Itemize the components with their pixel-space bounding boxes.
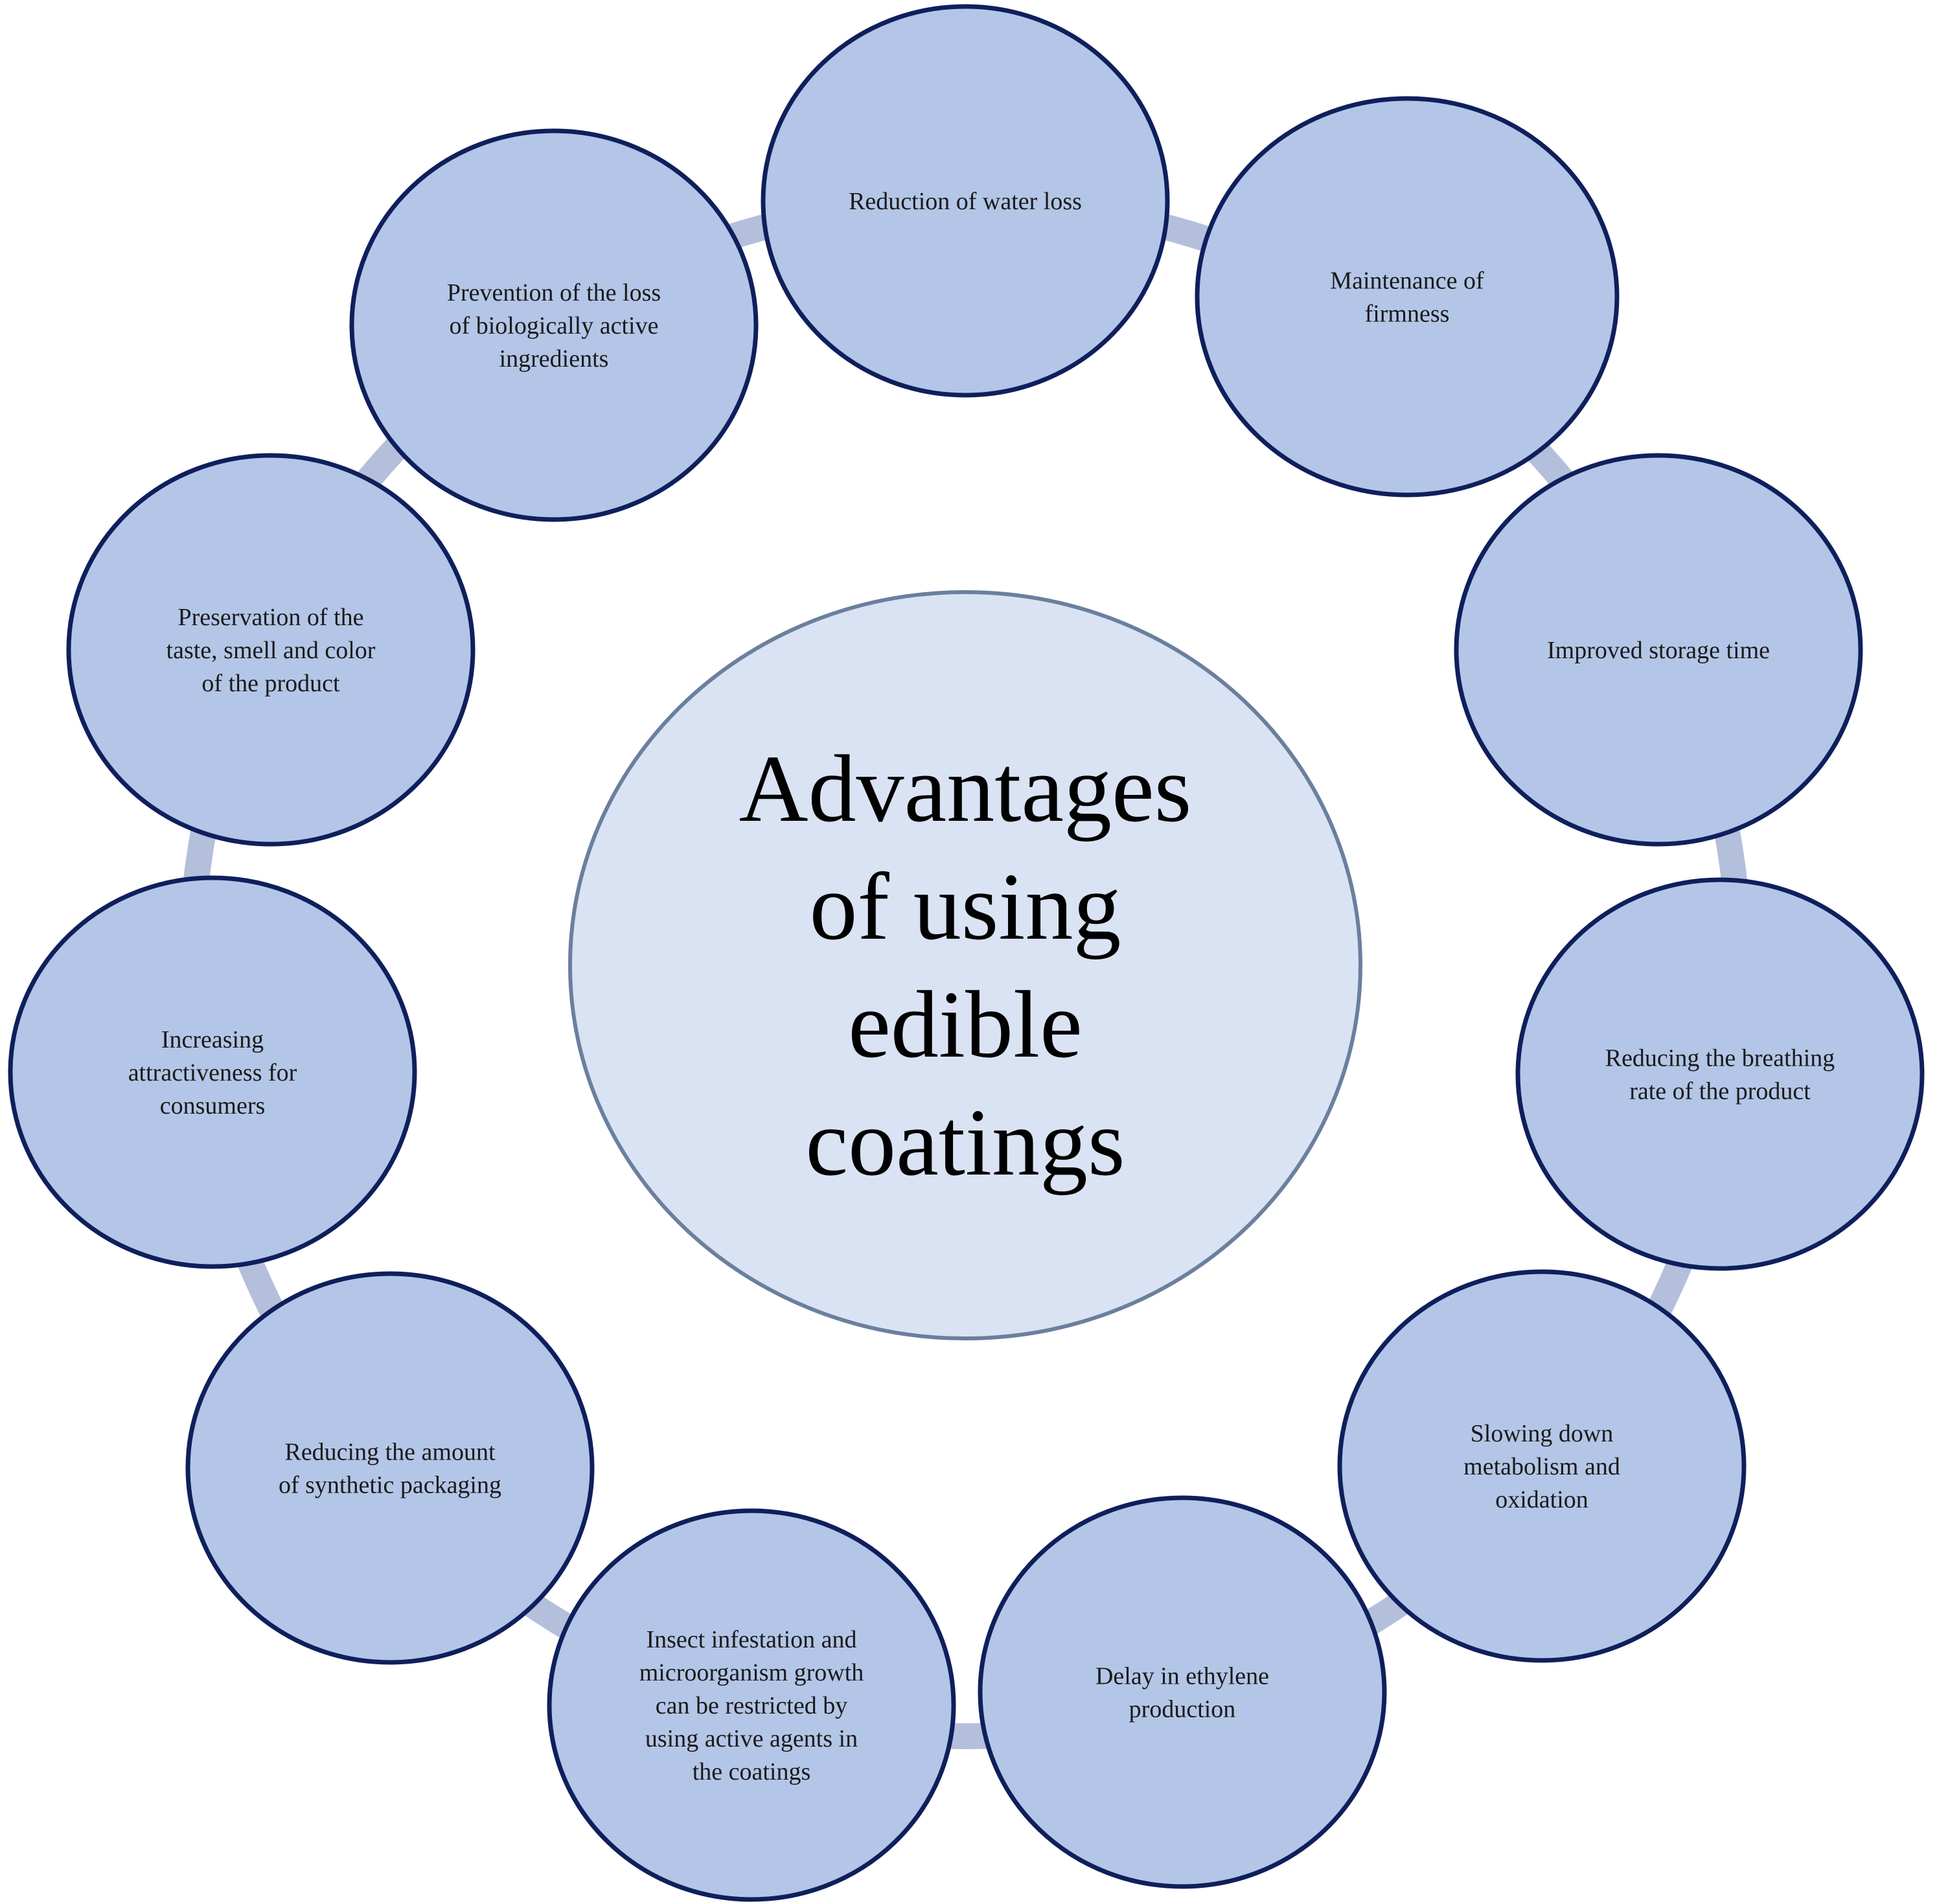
advantage-label-line: Prevention of the loss [447,279,661,306]
advantage-label-line: oxidation [1495,1486,1588,1513]
advantage-circle [1454,453,1863,847]
advantage-node: Maintenance of firmness [1195,96,1620,498]
advantage-label-line: Delay in ethylene [1095,1663,1269,1690]
advantage-label-line: of the product [201,670,340,697]
advantage-node: Insect infestation and microorganism grow… [547,1508,956,1902]
advantage-label-line: the coatings [693,1758,811,1785]
advantage-circle [1195,96,1620,498]
center-title-line: coatings [805,1090,1125,1196]
advantage-circle [8,875,417,1269]
advantage-label-line: production [1129,1696,1236,1723]
advantage-label-line: metabolism and [1463,1453,1620,1480]
advantage-node: Delay in ethylene production [978,1495,1387,1889]
advantage-node: Reducing the amount of synthetic packagin… [185,1271,595,1665]
center-title-line: edible [848,972,1083,1078]
advantage-node: Improved storage time [1454,453,1863,847]
advantage-label: Reduction of water loss [849,188,1082,215]
advantage-node: Slowing down metabolism and oxidation [1337,1269,1747,1663]
advantage-label-line: rate of the product [1629,1078,1811,1105]
advantage-node: Increasing attractiveness for consumers [8,875,417,1269]
advantage-node: Reducing the breathing rate of the produc… [1515,877,1925,1271]
advantage-label-line: can be restricted by [656,1692,847,1719]
advantage-node: Preservation of the taste, smell and colo… [66,453,476,847]
advantage-circle [185,1271,595,1665]
advantage-label: Prevention of the loss of biologically ac… [447,279,661,373]
advantage-label: Insect infestation and microorganism grow… [639,1626,864,1785]
center-title-line: of using [810,854,1121,960]
advantage-label: Maintenance of firmness [1330,268,1484,328]
advantage-label-line: taste, smell and color [166,637,376,664]
advantage-node: Prevention of the loss of biologically ac… [349,128,759,522]
advantage-label: Increasing attractiveness for consumers [128,1026,297,1119]
advantage-label-line: Reducing the amount [284,1439,495,1466]
advantage-label: Preservation of the taste, smell and colo… [166,604,376,697]
advantage-label: Slowing down metabolism and oxidation [1463,1420,1620,1513]
center-title: Advantages of using edible coatings [739,736,1192,1196]
center-title-line: Advantages [739,736,1192,842]
advantage-label-line: microorganism growth [639,1659,864,1686]
advantage-label: Reducing the breathing rate of the produc… [1605,1045,1835,1105]
advantage-label-line: Slowing down [1471,1420,1614,1447]
advantage-label: Delay in ethylene production [1095,1663,1269,1723]
advantage-label-line: Preservation of the [178,604,363,631]
advantage-label: Improved storage time [1547,637,1770,664]
advantage-label-line: Reducing the breathing [1605,1045,1835,1072]
advantage-label-line: Reduction of water loss [849,188,1082,215]
advantage-label: Reducing the amount of synthetic packagin… [279,1439,501,1499]
advantage-circle [547,1508,956,1902]
advantage-label-line: of biologically active [450,312,659,339]
advantage-label-line: Maintenance of [1330,268,1484,295]
center-hub: Advantages of using edible coatings [568,590,1362,1340]
advantage-circle [1515,877,1925,1271]
advantage-label-line: Increasing [161,1026,264,1053]
advantage-circle [761,4,1170,398]
advantage-node: Reduction of water loss [761,4,1170,398]
advantage-label-line: consumers [160,1092,266,1119]
center-circle [568,590,1362,1340]
advantage-circle [66,453,476,847]
advantage-circle [978,1495,1387,1889]
advantage-circle [349,128,759,522]
advantage-label-line: Improved storage time [1547,637,1770,664]
advantage-label-line: of synthetic packaging [279,1472,501,1499]
advantage-circle [1337,1269,1747,1663]
advantage-label-line: using active agents in [645,1725,858,1752]
advantage-label-line: Insect infestation and [646,1626,856,1653]
advantage-label-line: firmness [1365,301,1450,328]
advantage-label-line: attractiveness for [128,1059,297,1086]
advantage-label-line: ingredients [499,345,609,373]
